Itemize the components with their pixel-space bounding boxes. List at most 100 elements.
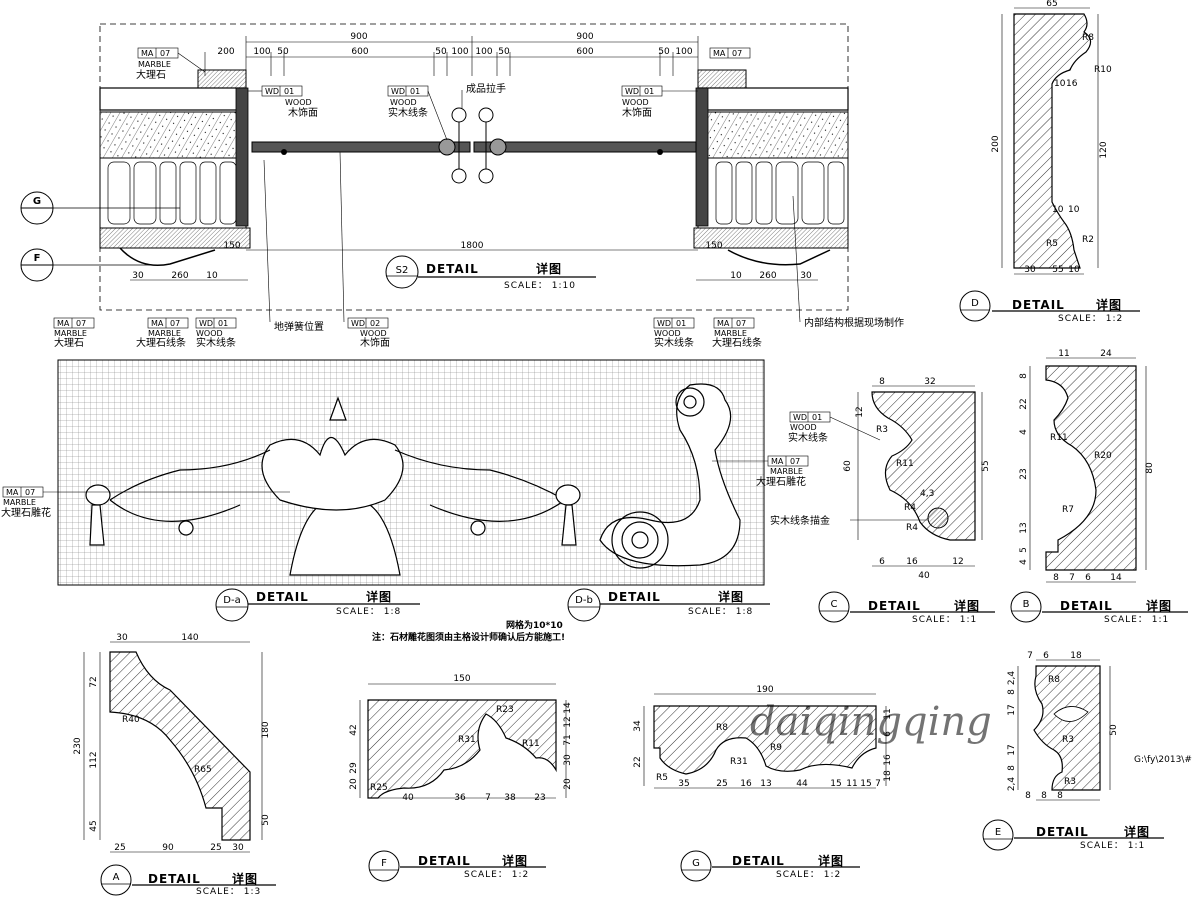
svg-text:120: 120 (1099, 141, 1109, 158)
svg-text:30: 30 (1024, 265, 1036, 275)
svg-text:实木线条: 实木线条 (196, 336, 236, 349)
svg-text:详图: 详图 (718, 589, 744, 604)
ornament-panel: MA 07 MARBLE 大理石雕花 MA 07 MARBLE 大理石雕花 D-… (1, 359, 809, 643)
svg-text:大理石线条: 大理石线条 (712, 336, 762, 349)
svg-text:木饰面: 木饰面 (622, 106, 652, 119)
svg-text:R4: R4 (906, 523, 918, 533)
svg-text:详图: 详图 (502, 853, 528, 868)
callout-f: F (20, 248, 150, 282)
detail-a-profile (109, 651, 251, 841)
detail-f: 150 42 29 20 14 12 71 30 20 40 36 7 38 2… (349, 674, 573, 882)
svg-text:R7: R7 (1062, 505, 1074, 515)
svg-text:11: 11 (1058, 349, 1069, 359)
svg-text:DETAIL: DETAIL (732, 854, 785, 868)
detail-a-title: A DETAIL 详图 SCALE： 1:3 (100, 864, 276, 897)
right-marble-cap (697, 87, 849, 111)
svg-text:R3: R3 (1062, 735, 1074, 745)
svg-text:01: 01 (644, 87, 654, 96)
detail-c: 8 32 12 60 55 40 6 16 12 R11 R3 R4 R4 4,… (770, 377, 995, 625)
svg-text:R5: R5 (656, 773, 668, 783)
dim-10-left: 10 (206, 271, 218, 281)
svg-text:R4: R4 (904, 503, 916, 513)
svg-text:R10: R10 (1094, 65, 1112, 75)
svg-text:G: G (33, 196, 41, 207)
svg-text:07: 07 (170, 319, 180, 328)
svg-text:DETAIL: DETAIL (868, 599, 921, 613)
dim-30-right: 30 (800, 271, 812, 281)
svg-text:SCALE： 1:2: SCALE： 1:2 (1058, 314, 1123, 324)
svg-text:29: 29 (349, 762, 359, 774)
svg-text:8: 8 (1041, 791, 1047, 801)
dim-100-b: 100 (451, 47, 468, 57)
svg-text:R20: R20 (1094, 451, 1112, 461)
svg-text:112: 112 (89, 751, 99, 768)
svg-text:WOOD: WOOD (654, 329, 681, 338)
svg-text:10: 10 (1054, 79, 1066, 89)
svg-text:8: 8 (1007, 765, 1017, 771)
svg-text:16: 16 (1066, 79, 1078, 89)
svg-text:13: 13 (1019, 522, 1029, 533)
svg-text:MARBLE: MARBLE (148, 329, 181, 338)
svg-text:71: 71 (563, 734, 573, 745)
svg-text:SCALE： 1:8: SCALE： 1:8 (336, 607, 401, 617)
svg-text:MARBLE: MARBLE (770, 467, 803, 476)
svg-text:D-b: D-b (575, 595, 593, 606)
plan-s2: 900 900 200 100 50 600 50 100 100 50 600… (20, 23, 904, 349)
svg-text:WD: WD (391, 87, 405, 96)
svg-text:DETAIL: DETAIL (418, 854, 471, 868)
svg-text:4,3: 4,3 (920, 489, 934, 499)
svg-text:8: 8 (1019, 373, 1029, 379)
svg-text:R3: R3 (1064, 777, 1076, 787)
svg-text:30: 30 (116, 633, 128, 643)
svg-text:MA: MA (141, 49, 154, 58)
left-wall-blocks (99, 157, 247, 229)
right-wall-blocks (697, 157, 849, 229)
svg-text:8: 8 (1025, 791, 1031, 801)
dim-50-b: 50 (435, 47, 447, 57)
svg-text:17: 17 (1007, 704, 1017, 715)
detail-b-title: B DETAIL 详图 SCALE： 1:1 (1010, 591, 1188, 625)
svg-text:23: 23 (1019, 468, 1029, 479)
d-a-title: D-a DETAIL 详图 SCALE： 1:8 (215, 588, 420, 622)
svg-text:WOOD: WOOD (360, 329, 387, 338)
svg-text:17: 17 (1007, 744, 1017, 755)
svg-text:190: 190 (756, 685, 773, 695)
svg-text:R8: R8 (1082, 33, 1094, 43)
svg-text:6: 6 (1043, 651, 1049, 661)
svg-text:详图: 详图 (366, 589, 392, 604)
svg-text:32: 32 (924, 377, 935, 387)
callout-g: G (20, 191, 180, 225)
svg-text:11: 11 (883, 708, 893, 719)
svg-text:R11: R11 (896, 459, 914, 469)
svg-text:07: 07 (25, 488, 35, 497)
dim-30-left: 30 (132, 271, 144, 281)
svg-text:R3: R3 (876, 425, 888, 435)
svg-text:07: 07 (76, 319, 86, 328)
svg-text:R65: R65 (194, 765, 212, 775)
svg-text:MA: MA (771, 457, 784, 466)
svg-text:MARBLE: MARBLE (714, 329, 747, 338)
svg-text:详图: 详图 (1096, 297, 1122, 312)
svg-text:WOOD: WOOD (196, 329, 223, 338)
svg-text:R8: R8 (716, 723, 728, 733)
svg-text:R11: R11 (522, 739, 540, 749)
svg-text:WOOD: WOOD (390, 98, 417, 107)
svg-text:C: C (831, 599, 838, 610)
svg-text:07: 07 (732, 49, 742, 58)
svg-text:22: 22 (1019, 398, 1029, 409)
gold-strip-label: 实木线条描金 (770, 514, 830, 527)
svg-text:SCALE： 1:1: SCALE： 1:1 (1080, 841, 1145, 851)
svg-text:25: 25 (114, 843, 125, 853)
svg-text:12: 12 (855, 406, 865, 417)
svg-text:15: 15 (860, 779, 871, 789)
svg-text:14: 14 (563, 702, 573, 714)
svg-text:150: 150 (453, 674, 470, 684)
detail-c-profile (871, 391, 976, 541)
carving-d-b (599, 383, 741, 569)
dim-100-c: 100 (475, 47, 492, 57)
svg-text:G: G (692, 858, 700, 869)
detail-f-title: F DETAIL 详图 SCALE： 1:2 (368, 850, 546, 882)
svg-text:大理石: 大理石 (54, 336, 84, 349)
svg-text:详图: 详图 (536, 261, 562, 276)
